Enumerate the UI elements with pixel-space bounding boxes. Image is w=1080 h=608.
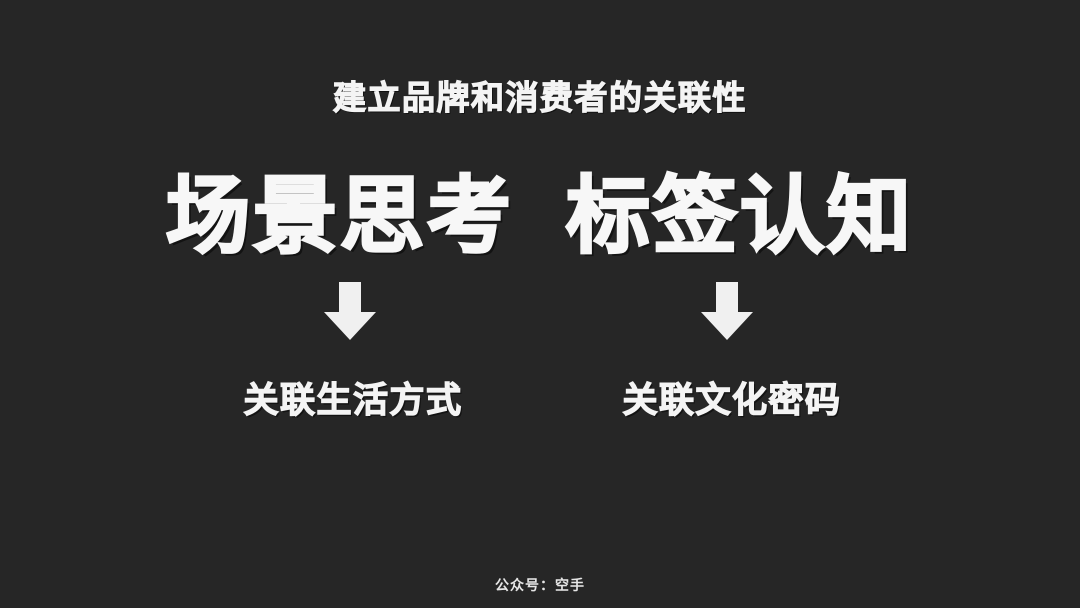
footer-credit: 公众号：空手 bbox=[495, 577, 585, 593]
main-title-left: 场景思考 bbox=[165, 167, 514, 264]
arrow-down-icon-right bbox=[701, 282, 753, 340]
arrow-down-icon-left bbox=[324, 282, 376, 340]
slide-heading: 建立品牌和消费者的关联性 bbox=[332, 78, 747, 116]
main-title-right: 标签认知 bbox=[565, 167, 915, 264]
branch-label-right: 关联文化密码 bbox=[622, 380, 842, 420]
main-title-row: 场景思考 标签认知 bbox=[0, 163, 1080, 268]
branch-label-left: 关联生活方式 bbox=[243, 380, 463, 420]
